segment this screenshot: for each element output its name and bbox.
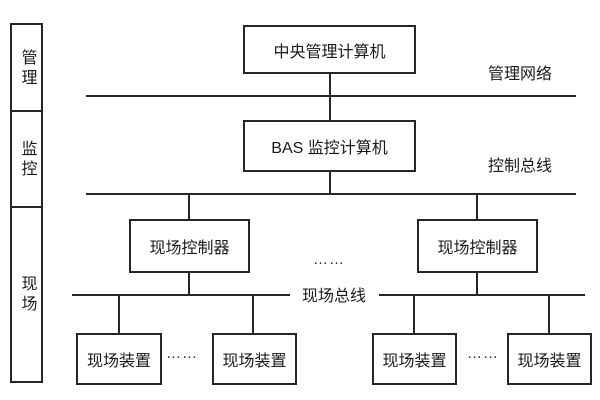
- bas-monitoring-computer-node: BAS 监控计算机: [243, 120, 416, 172]
- connector-line: [329, 74, 331, 120]
- connector-line: [329, 172, 331, 194]
- controllers-ellipsis: ……: [313, 251, 345, 268]
- connector-line: [188, 195, 190, 219]
- connector-line: [476, 273, 478, 295]
- field-device-node: 现场装置: [507, 333, 592, 385]
- field-controller-node: 现场控制器: [417, 219, 538, 273]
- layer-field-label: 现场: [18, 274, 36, 315]
- field-bus-label: 现场总线: [302, 288, 367, 305]
- field-controller-node: 现场控制器: [129, 219, 250, 273]
- field-bus-line-left: [72, 294, 290, 296]
- connector-line: [476, 195, 478, 219]
- layer-monitoring-label: 监控: [18, 140, 36, 180]
- connector-line: [188, 273, 190, 295]
- connector-line: [548, 296, 550, 333]
- layer-management: 管理: [12, 25, 41, 112]
- layer-legend: 管理 监控 现场: [10, 23, 43, 383]
- field-device-node: 现场装置: [372, 333, 457, 385]
- layer-divider: [12, 206, 41, 208]
- layer-monitoring: 监控: [12, 112, 41, 208]
- layer-field: 现场: [12, 208, 41, 381]
- devices-ellipsis-right: ……: [467, 345, 499, 362]
- layer-management-label: 管理: [18, 48, 36, 89]
- field-bus-line-right: [379, 294, 585, 296]
- devices-ellipsis-left: ……: [166, 345, 198, 362]
- connector-line: [118, 296, 120, 333]
- layer-divider: [12, 110, 41, 112]
- connector-line: [413, 296, 415, 333]
- management-network-bus-line: [86, 95, 576, 97]
- central-management-computer-node: 中央管理计算机: [243, 25, 416, 74]
- control-bus-label: 控制总线: [488, 158, 553, 175]
- connector-line: [252, 296, 254, 333]
- field-device-node: 现场装置: [76, 333, 162, 385]
- management-network-label: 管理网络: [488, 66, 553, 83]
- field-device-node: 现场装置: [212, 333, 297, 385]
- control-bus-line: [86, 193, 576, 195]
